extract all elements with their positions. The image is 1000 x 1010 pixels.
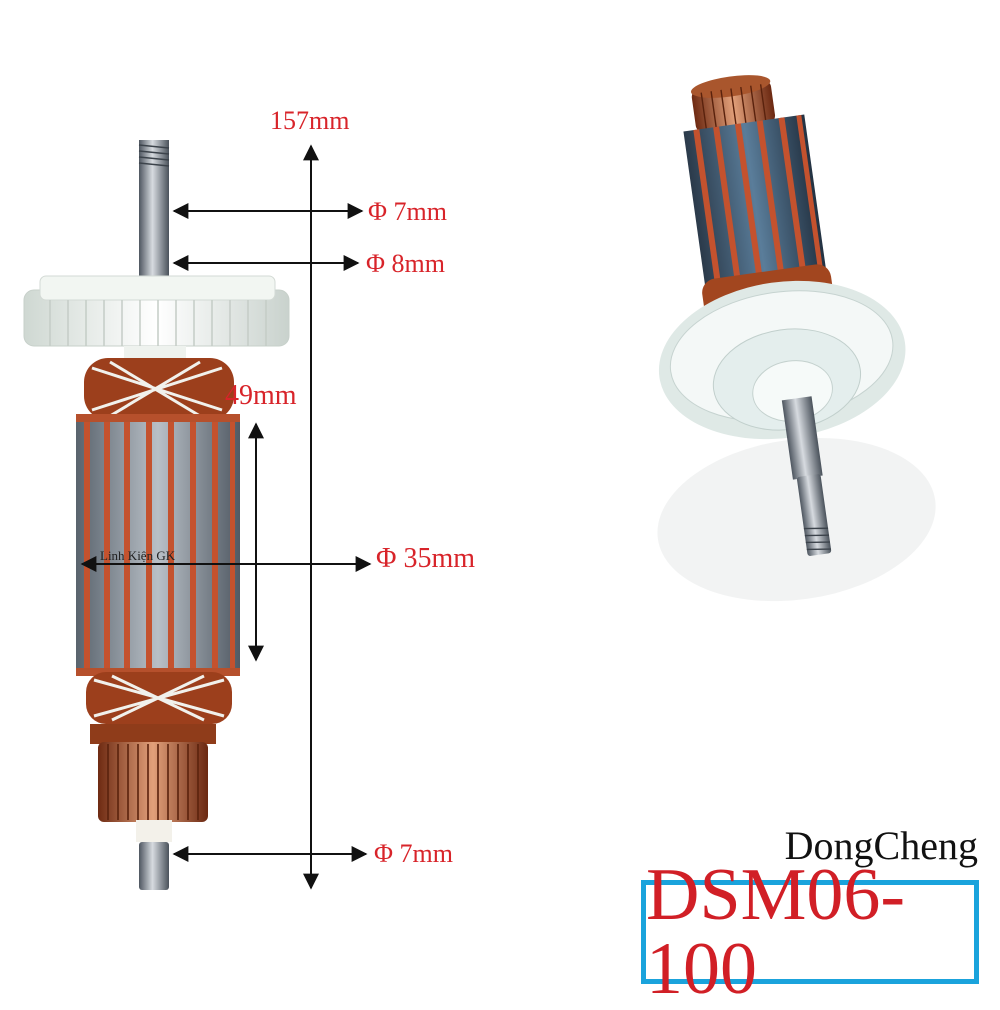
core-diameter-label: Φ 35mm bbox=[376, 543, 475, 574]
armature-front-view bbox=[23, 140, 290, 890]
angled-fan bbox=[658, 280, 906, 440]
brand-name: DongCheng bbox=[784, 823, 978, 868]
shadow bbox=[657, 437, 936, 602]
top-shaft bbox=[139, 140, 169, 280]
lower-winding bbox=[86, 672, 232, 724]
angled-core bbox=[683, 114, 828, 300]
armature-angled-view bbox=[657, 75, 936, 602]
core-length-label: 49mm bbox=[225, 380, 297, 411]
watermark-text: Linh Kiện GK bbox=[100, 548, 176, 563]
bearing-seat-diameter-label: Φ 8mm bbox=[366, 249, 445, 278]
upper-winding bbox=[84, 358, 234, 420]
armature-core bbox=[76, 414, 240, 676]
bottom-shaft bbox=[139, 842, 169, 890]
angled-commutator bbox=[690, 75, 776, 133]
shaft-thread bbox=[138, 144, 170, 167]
commutator bbox=[90, 724, 216, 842]
model-number: DSM06-100 bbox=[646, 854, 906, 1010]
model-badge: DSM06-100 bbox=[641, 858, 979, 1006]
top-shaft-diameter-label: Φ 7mm bbox=[368, 197, 447, 226]
dimension-lines bbox=[80, 144, 372, 890]
cooling-fan bbox=[23, 275, 290, 362]
bottom-shaft-diameter-label: Φ 7mm bbox=[374, 839, 453, 868]
angled-shaft bbox=[781, 396, 832, 556]
length-label: 157mm bbox=[270, 106, 349, 135]
